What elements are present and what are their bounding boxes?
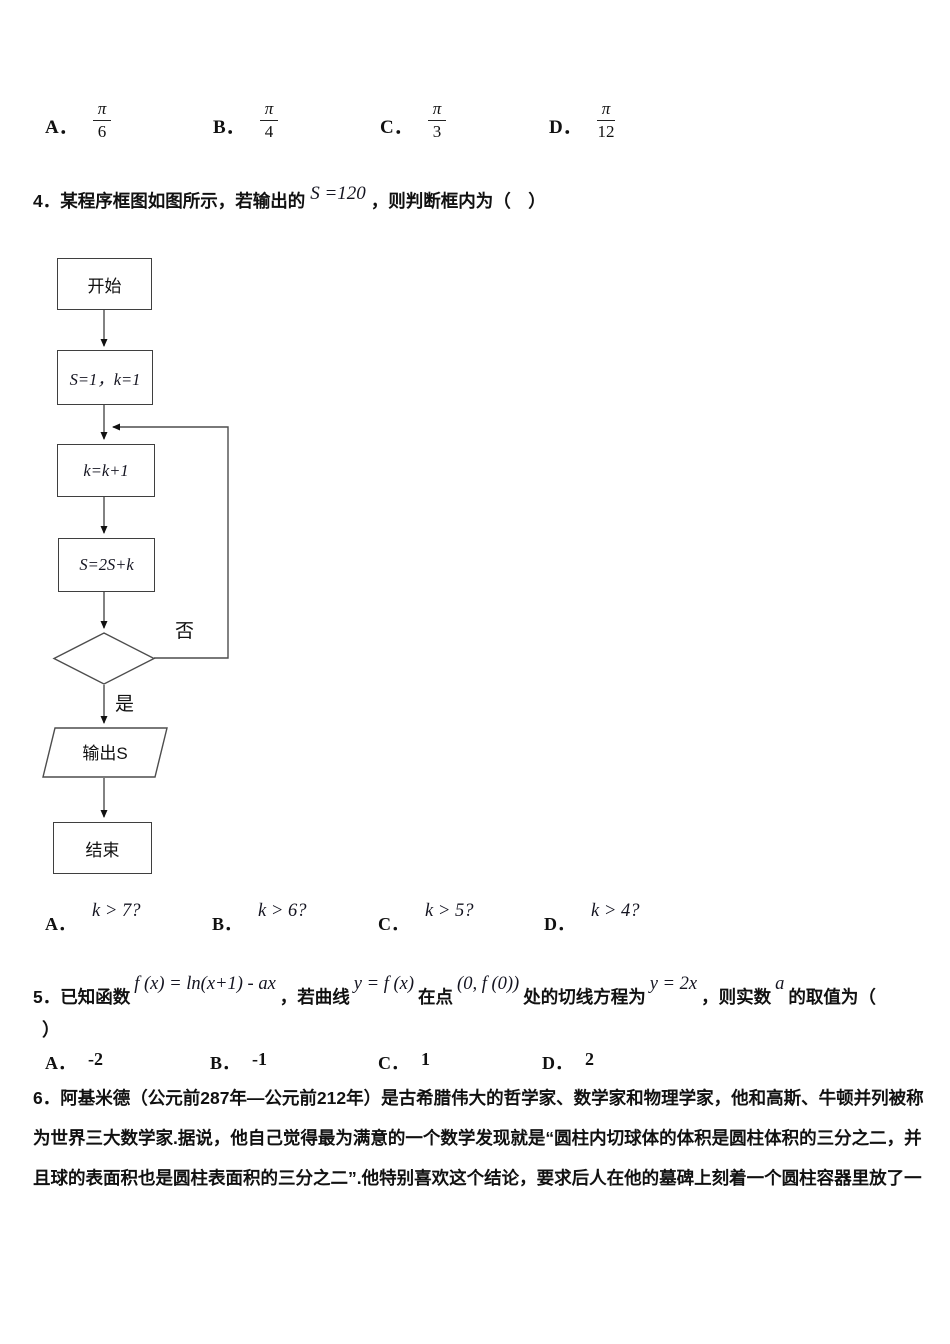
option-value: -1: [252, 1049, 268, 1069]
q4-option-d: D． k > 4?: [544, 901, 639, 936]
q5-option-d: D． 2: [542, 1049, 594, 1075]
q4-stem: 4．某程序框图如图所示，若输出的 S =120 ，则判断框内为（ ）: [33, 183, 546, 214]
option-value: 2: [585, 1049, 594, 1069]
flowchart-increment-box: k=k+1: [57, 444, 155, 497]
q5-formula-fx: f (x) = ln(x+1) - ax: [134, 974, 276, 994]
fraction-denominator: 6: [97, 122, 107, 142]
end-label: 结束: [85, 840, 120, 860]
option-label: C．: [380, 116, 413, 138]
q5-text-4: 处的切线方程为: [523, 987, 646, 1008]
q6-line-2: 为世界三大数学家.据说，他自己觉得最为满意的一个数学发现就是“圆柱内切球体的体积…: [33, 1128, 922, 1148]
q5-formula-a: a: [775, 974, 785, 994]
output-label: 输出S: [82, 744, 128, 763]
option-label: C．: [378, 1053, 409, 1073]
option-label: D．: [542, 1053, 573, 1073]
q3-option-c: C． π 3: [380, 99, 447, 143]
option-value: 1: [421, 1049, 430, 1069]
fraction: π 4: [259, 99, 279, 143]
q5-option-a: A． -2: [45, 1049, 103, 1075]
q4-option-a: A． k > 7?: [45, 901, 140, 936]
option-label: C．: [378, 914, 409, 934]
option-formula: k > 4?: [591, 901, 640, 921]
option-label: D．: [549, 116, 582, 138]
option-label: B．: [210, 1053, 241, 1073]
decision-no-label: 否: [175, 621, 195, 642]
start-label: 开始: [87, 276, 122, 296]
fraction-denominator: 4: [264, 122, 274, 142]
q5-stem: 5．已知函数 f (x) = ln(x+1) - ax ，若曲线 y = f (…: [33, 952, 876, 1010]
fraction-numerator: π: [596, 99, 616, 122]
flowchart-accumulate-box: S=2S+k: [58, 538, 155, 592]
q6-line-3: 且球的表面积也是圆柱表面积的三分之二”.他特别喜欢这个结论，要求后人在他的墓碑上…: [33, 1168, 922, 1188]
flowchart-connectors: [42, 309, 229, 818]
fraction: π 6: [92, 99, 112, 143]
fraction-numerator: π: [92, 99, 112, 122]
q5-formula-point: (0, f (0)): [457, 974, 520, 994]
flowchart-end-box: 结束: [53, 822, 152, 874]
q3-option-b: B． π 4: [213, 99, 279, 143]
fraction-numerator: π: [259, 99, 279, 122]
q5-text-5: ，则实数: [701, 987, 772, 1008]
option-formula: k > 6?: [258, 901, 307, 921]
fraction: π 12: [596, 99, 616, 143]
q3-option-d: D． π 12: [549, 99, 616, 143]
q5-option-c: C． 1: [378, 1049, 430, 1075]
accumulate-label: S=2S+k: [79, 555, 134, 574]
q5-close-paren: ）: [42, 1020, 60, 1040]
loop-line-no-branch: [112, 423, 229, 659]
q5-formula-tangent: y = 2x: [649, 974, 698, 994]
decision-diamond: [52, 632, 156, 685]
program-flowchart: 开始 S=1，k=1 k=k+1 S=2S+k 否 是 输出S 结束: [40, 250, 240, 890]
option-label: B．: [212, 914, 243, 934]
option-label: D．: [544, 914, 575, 934]
decision-yes-label: 是: [115, 694, 135, 715]
option-formula: k > 5?: [425, 901, 474, 921]
flowchart-init-box: S=1，k=1: [57, 350, 153, 405]
q6-line-1: 6．阿基米德（公元前287年—公元前212年）是古希腊伟大的哲学家、数学家和物理…: [33, 1088, 924, 1108]
q4-formula-s120: S =120: [310, 183, 366, 204]
q5-text-3: 在点: [418, 987, 454, 1008]
option-label: A．: [45, 914, 76, 934]
q5-text-2: ，若曲线: [279, 987, 350, 1008]
option-formula: k > 7?: [92, 901, 141, 921]
fraction-denominator: 12: [597, 122, 615, 142]
q4-stem-suffix: ，则判断框内为（ ）: [370, 190, 546, 211]
q5-option-b: B． -1: [210, 1049, 267, 1075]
q4-option-b: B． k > 6?: [212, 901, 306, 936]
q3-option-a: A． π 6: [45, 99, 112, 143]
q5-text-1: 5．已知函数: [33, 987, 131, 1008]
q6-paragraph: 6．阿基米德（公元前287年—公元前212年）是古希腊伟大的哲学家、数学家和物理…: [33, 1078, 924, 1198]
q5-formula-curve: y = f (x): [353, 974, 415, 994]
q4-stem-prefix: 4．某程序框图如图所示，若输出的: [33, 190, 306, 211]
option-label: B．: [213, 116, 245, 138]
option-label: A．: [45, 1053, 76, 1073]
q5-text-6: 的取值为（: [788, 987, 876, 1008]
q4-option-c: C． k > 5?: [378, 901, 473, 936]
option-value: -2: [88, 1049, 103, 1069]
option-label: A．: [45, 116, 78, 138]
fraction-numerator: π: [427, 99, 447, 122]
output-parallelogram: [42, 727, 168, 778]
fraction-denominator: 3: [432, 122, 442, 142]
init-label: S=1，k=1: [69, 369, 141, 389]
fraction: π 3: [427, 99, 447, 143]
increment-label: k=k+1: [83, 460, 129, 480]
flowchart-start-box: 开始: [57, 258, 152, 310]
